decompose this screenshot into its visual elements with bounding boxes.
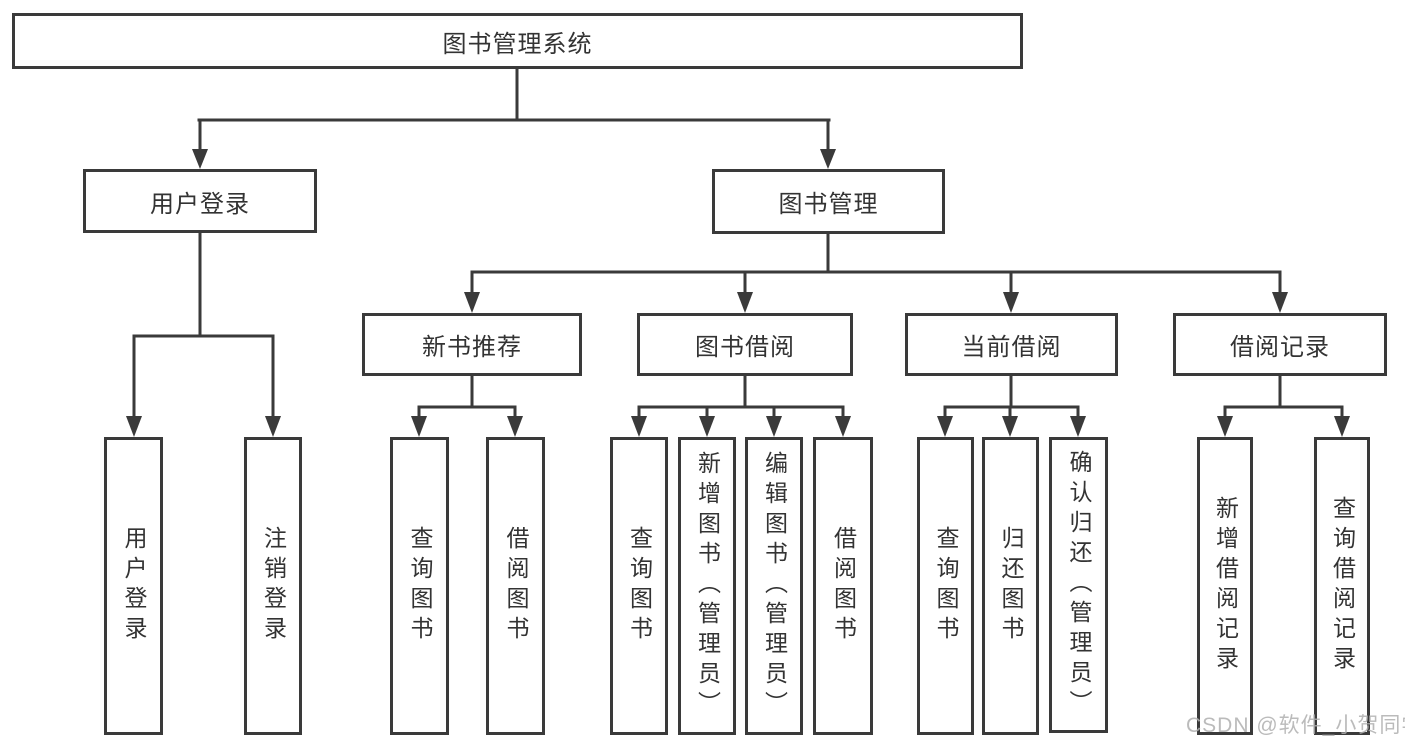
node-label: 用户登录 xyxy=(121,526,147,646)
node-new-book-recommend: 新书推荐 xyxy=(362,313,582,376)
connector-new-book-recommend xyxy=(411,376,523,437)
node-label: 图书管理系统 xyxy=(442,30,593,58)
arrow-down xyxy=(411,416,427,437)
node-user-login: 用户登录 xyxy=(83,169,317,233)
arrow-down xyxy=(1002,416,1018,437)
connector-level1 xyxy=(192,69,836,169)
leaf-borrow-books-recommend: 借阅图书 xyxy=(486,437,545,735)
connector-book-management xyxy=(464,234,1288,313)
leaf-logout: 注销登录 xyxy=(244,437,302,735)
node-label: 确认归还（管理员） xyxy=(1066,450,1092,720)
leaf-user-login: 用户登录 xyxy=(104,437,163,735)
arrow-down xyxy=(699,416,715,437)
arrow-down xyxy=(1217,416,1233,437)
node-label: 编辑图书（管理员） xyxy=(761,451,788,721)
arrow-down xyxy=(464,292,480,313)
node-label: 借阅图书 xyxy=(503,526,529,646)
node-root: 图书管理系统 xyxy=(12,13,1023,69)
node-label: 归还图书 xyxy=(998,526,1024,646)
arrow-down xyxy=(1272,292,1288,313)
leaf-query-borrow-record: 查询借阅记录 xyxy=(1314,437,1370,735)
leaf-edit-book-admin: 编辑图书（管理员） xyxy=(745,437,803,735)
arrow-down xyxy=(265,416,281,437)
leaf-query-books-current: 查询图书 xyxy=(917,437,974,735)
arrow-down xyxy=(737,292,753,313)
node-label: 新书推荐 xyxy=(422,334,522,361)
arrow-down xyxy=(631,416,647,437)
node-label: 新增借阅记录 xyxy=(1212,496,1239,676)
node-book-management: 图书管理 xyxy=(712,169,945,234)
leaf-borrow-books: 借阅图书 xyxy=(813,437,873,735)
node-label: 借阅图书 xyxy=(830,526,857,646)
connector-borrow-records xyxy=(1217,376,1350,437)
connector-book-borrow xyxy=(631,376,851,437)
arrow-down xyxy=(820,149,836,169)
node-label: 查询借阅记录 xyxy=(1329,496,1356,676)
node-book-borrow: 图书借阅 xyxy=(637,313,853,376)
node-label: 图书管理 xyxy=(778,191,879,218)
node-label: 查询图书 xyxy=(407,526,433,646)
node-label: 注销登录 xyxy=(260,526,287,646)
arrow-down xyxy=(507,416,523,437)
leaf-confirm-return-admin: 确认归还（管理员） xyxy=(1049,437,1108,733)
node-label: 借阅记录 xyxy=(1230,334,1330,361)
node-label: 新增图书（管理员） xyxy=(694,451,721,721)
arrow-down xyxy=(1070,416,1086,437)
connector-user-login xyxy=(126,233,281,437)
arrow-down xyxy=(937,416,953,437)
node-borrow-records: 借阅记录 xyxy=(1173,313,1387,376)
arrow-down xyxy=(126,416,142,437)
connector-current-borrow xyxy=(937,376,1086,437)
node-current-borrow: 当前借阅 xyxy=(905,313,1118,376)
node-label: 图书借阅 xyxy=(695,334,795,361)
leaf-query-books-recommend: 查询图书 xyxy=(390,437,449,735)
arrow-down xyxy=(192,149,208,169)
node-label: 当前借阅 xyxy=(961,334,1062,361)
leaf-query-books-borrow: 查询图书 xyxy=(610,437,668,735)
leaf-add-borrow-record: 新增借阅记录 xyxy=(1197,437,1253,735)
leaf-add-book-admin: 新增图书（管理员） xyxy=(678,437,736,735)
node-label: 查询图书 xyxy=(626,526,653,646)
leaf-return-book: 归还图书 xyxy=(982,437,1039,735)
arrow-down xyxy=(1003,292,1019,313)
arrow-down xyxy=(835,416,851,437)
arrow-down xyxy=(766,416,782,437)
arrow-down xyxy=(1334,416,1350,437)
node-label: 用户登录 xyxy=(150,190,250,218)
node-label: 查询图书 xyxy=(933,526,959,646)
csdn-watermark: CSDN @软件_小贺同学 xyxy=(1186,714,1405,737)
